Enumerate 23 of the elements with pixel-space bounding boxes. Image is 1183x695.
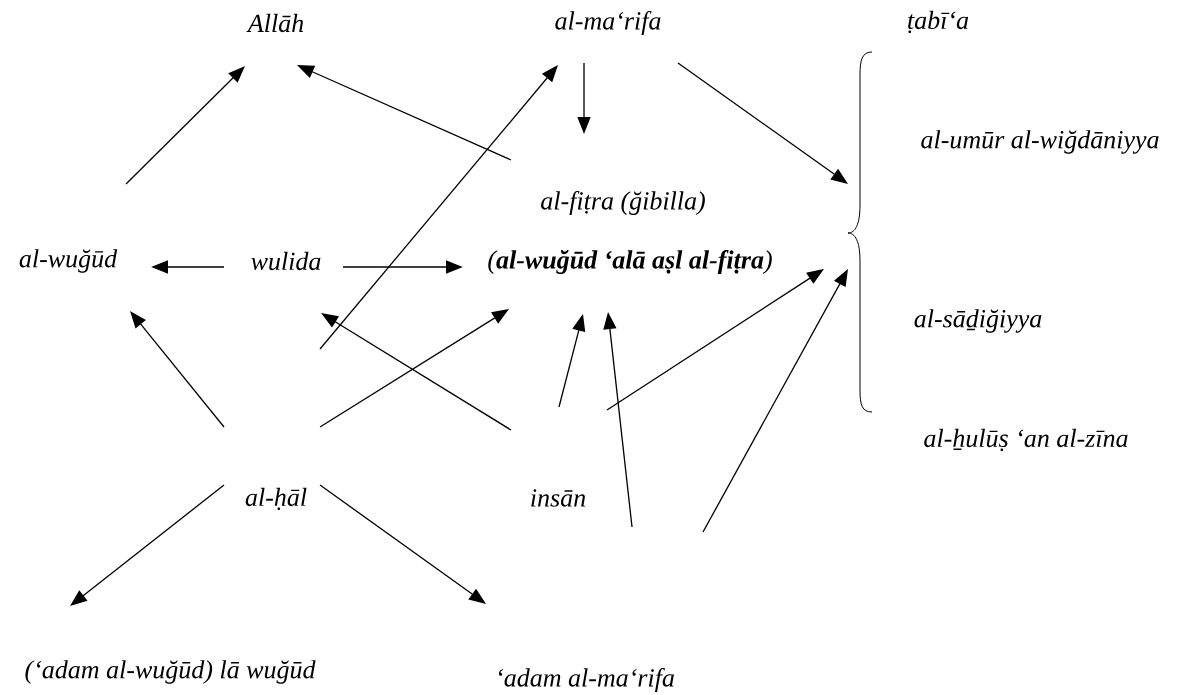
term-label: al-ḥāl (245, 487, 307, 511)
term-label: al-sāḏiğiyya (914, 309, 1042, 333)
arrow (125, 66, 245, 185)
brace (847, 51, 873, 413)
term-label: ‘adam al-ma‘rifa (498, 668, 674, 692)
term-label: (‘adam al-wuğūd) lā wuğūd (25, 660, 316, 684)
term-label: Allāh (246, 13, 304, 33)
arrow (319, 484, 486, 604)
arrow (677, 62, 848, 184)
term-label: wulida (251, 251, 321, 271)
arrow (606, 269, 824, 411)
term-label: al-umūr al-wiğdāniyya (921, 130, 1159, 154)
term-label: al-wuğūd (19, 249, 118, 273)
term-label: al-ma‘rifa (555, 11, 661, 35)
arrow (130, 311, 225, 428)
term-label: al-ẖulūṣ ‘an al-zīna (924, 428, 1128, 452)
term-label: (al-wuğūd ‘alā aṣl al-fiṭra) (488, 250, 772, 274)
arrow (319, 65, 558, 350)
arrow (702, 269, 848, 533)
term-label: ṭabī‘a (908, 10, 969, 34)
term-label: al-fiṭra (ğibilla) (541, 191, 705, 215)
arrow (70, 484, 225, 606)
term-label: insān (531, 489, 586, 507)
